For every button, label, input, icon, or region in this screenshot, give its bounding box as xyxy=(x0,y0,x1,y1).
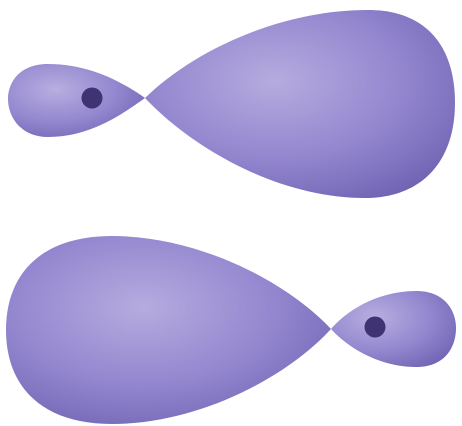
top-small-lobe xyxy=(8,64,145,137)
bottom-orbital xyxy=(6,236,456,424)
bottom-small-lobe xyxy=(331,291,456,367)
top-orbital xyxy=(8,10,455,198)
top-nucleus xyxy=(82,88,103,109)
bottom-nucleus xyxy=(365,317,386,338)
top-large-lobe xyxy=(145,10,455,198)
bottom-large-lobe xyxy=(6,236,331,424)
